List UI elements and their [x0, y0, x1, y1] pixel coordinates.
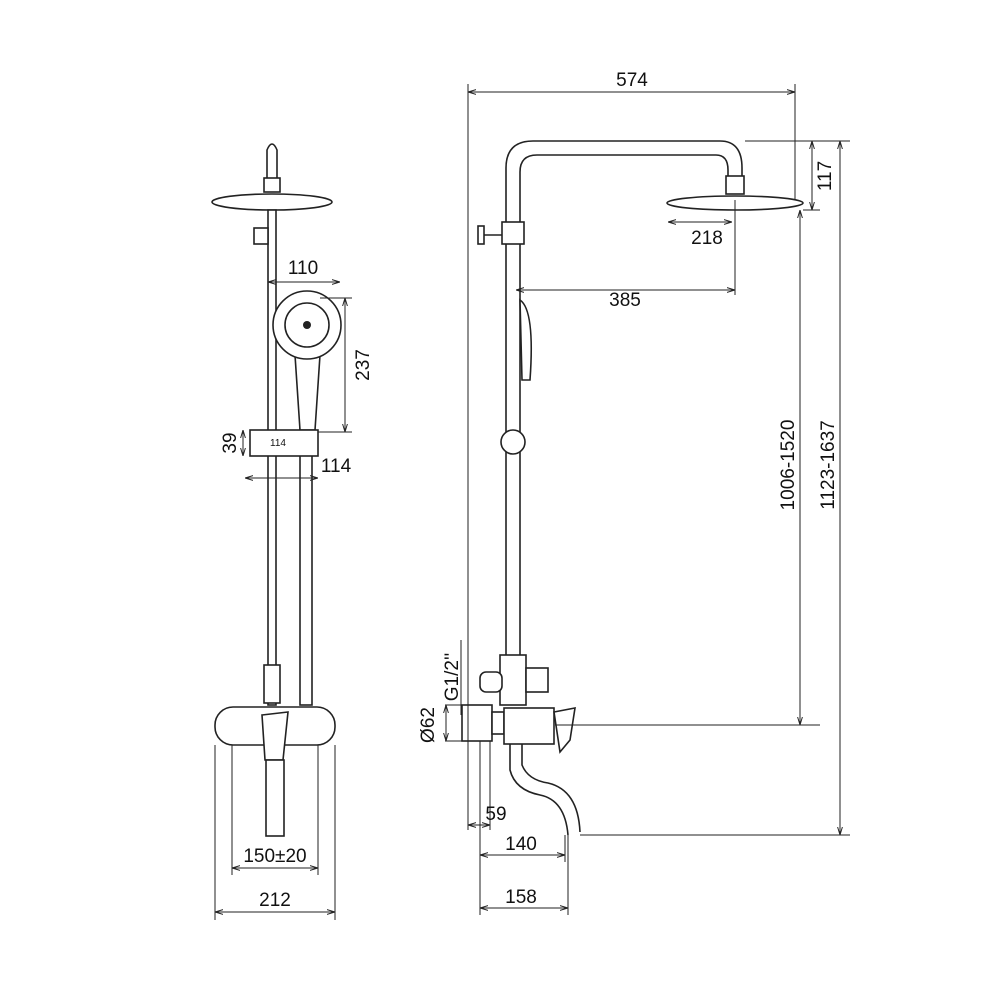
diverter: [263, 664, 281, 704]
dim-flange: Ø62: [418, 707, 439, 743]
dim-158: 158: [505, 887, 537, 908]
dim-59: 59: [485, 804, 506, 825]
wall-flange: [461, 704, 493, 742]
arm-outer: [505, 140, 743, 660]
spout-inner: [521, 744, 581, 833]
dim-1123-1637: 1123-1637: [818, 420, 839, 509]
hand-shower-side: [519, 298, 532, 381]
holder: [253, 227, 269, 245]
spout-outer: [509, 744, 569, 836]
slider-inner-label: 114: [270, 438, 286, 449]
dim-574: 574: [616, 70, 648, 91]
arm-inner: [519, 154, 729, 660]
head-nut: [263, 177, 281, 193]
rain-head: [211, 193, 333, 211]
hand-shower-handle: [294, 354, 321, 431]
mixer-body: [503, 707, 555, 745]
dim-114: 114: [321, 456, 352, 477]
dim-385: 385: [609, 290, 641, 311]
lever: [553, 707, 576, 754]
spout: [265, 759, 285, 837]
dim-237: 237: [353, 349, 374, 381]
dim-150: 150±20: [243, 846, 306, 867]
rail: [267, 209, 277, 706]
dim-thread: G1/2'': [442, 653, 463, 701]
lever: [261, 711, 289, 761]
holder: [501, 221, 525, 245]
dim-218: 218: [691, 228, 723, 249]
dim-39: 39: [220, 432, 241, 453]
dim-1006-1520: 1006-1520: [778, 420, 799, 511]
slider: [249, 429, 319, 457]
dim-212: 212: [259, 890, 291, 911]
head-nut: [725, 175, 745, 195]
diverter: [499, 654, 527, 706]
dim-140: 140: [505, 834, 537, 855]
gooseneck: [266, 143, 278, 180]
slider-knob: [500, 429, 526, 455]
dim-117: 117: [815, 161, 836, 191]
front-view: 114 110 237 39 114 150±20 212: [211, 143, 374, 920]
side-view: 574 117 218 385 1006-1520 1123-1637 G1/2…: [418, 70, 850, 915]
dim-110: 110: [288, 258, 318, 279]
